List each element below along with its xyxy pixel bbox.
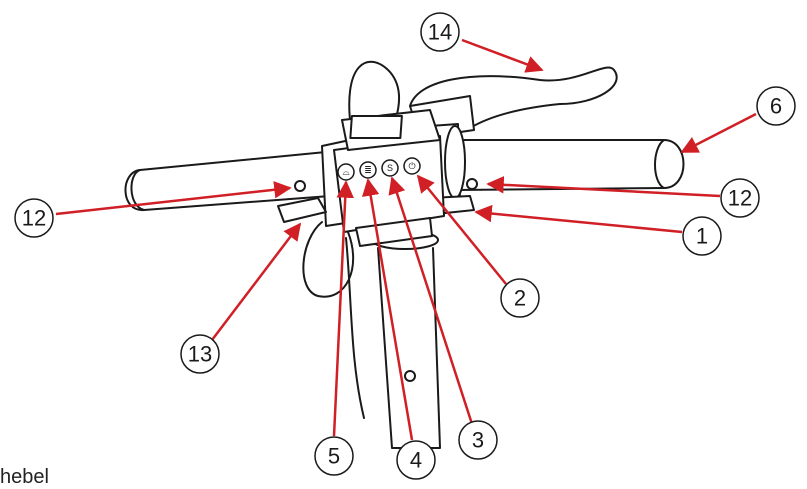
mode-button[interactable] [381,159,399,177]
svg-text:13: 13 [188,342,212,367]
callout-2: 2 [500,278,540,318]
arrow-2 [416,174,507,285]
power-button[interactable] [403,157,421,175]
cable-down [345,237,365,419]
callout-4: 4 [396,440,436,480]
handlebar-drawing [124,60,685,449]
light-icon: ≣ [364,165,372,175]
right-grip-end [654,139,665,189]
arrow-13 [211,222,302,341]
left-grip-end [130,169,145,211]
arrow-6 [680,112,757,154]
arrow-3 [388,176,474,425]
leader-arrows [55,38,757,441]
stem-hole [404,370,416,382]
svg-text:12: 12 [728,186,752,211]
light-button[interactable] [359,161,377,179]
arrow-12-left [55,181,292,216]
svg-text:1: 1 [696,224,708,249]
horn-icon: ⌓ [342,167,349,177]
cable-top [348,60,401,137]
callout-13: 13 [180,334,220,374]
callout-1: 1 [682,216,722,256]
right-grip [455,139,685,191]
power-icon: ⏻ [408,161,415,171]
arrow-12-right [486,176,721,198]
caption-fragment: hebel [0,466,49,488]
callout-14: 14 [420,12,460,52]
callouts: 14 6 12 12 1 2 13 3 [14,12,796,480]
arrow-4 [362,178,414,441]
callout-5: 5 [314,436,354,476]
thumb-throttle [277,197,327,223]
svg-text:14: 14 [428,20,452,45]
right-bolt [466,178,478,190]
svg-text:2: 2 [514,286,526,311]
svg-text:3: 3 [472,428,484,453]
arrow-14 [461,38,544,73]
display-screen [349,115,403,139]
cable-loop [302,221,355,298]
right-clamp-ring [444,125,466,199]
control-buttons [337,157,421,181]
mode-icon: S [387,163,393,173]
callout-12-left: 12 [14,198,54,238]
button-glyphs: ⌓ ≣ S ⏻ [342,161,415,177]
arrow-1 [474,204,683,234]
svg-text:6: 6 [770,94,782,119]
svg-text:4: 4 [410,448,422,473]
callout-3: 3 [458,420,498,460]
svg-text:12: 12 [22,206,46,231]
callout-12-right: 12 [720,178,760,218]
horn-button[interactable] [337,163,355,181]
arrow-5 [332,180,354,437]
callout-6: 6 [756,86,796,126]
svg-text:5: 5 [328,444,340,469]
left-bolt [294,180,306,192]
